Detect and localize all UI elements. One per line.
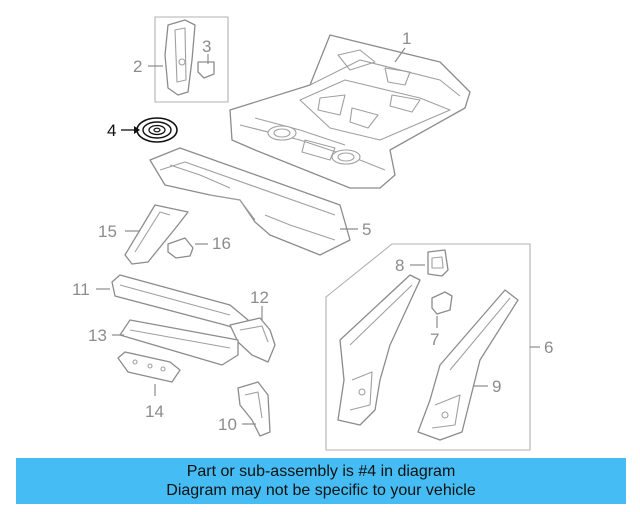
callout-2: 2 <box>133 57 142 76</box>
callout-14: 14 <box>145 402 164 421</box>
callout-16: 16 <box>212 234 231 253</box>
part-6-group <box>325 243 531 451</box>
callout-4: 4 <box>107 121 116 140</box>
part-10-bracket <box>237 381 271 437</box>
callout-10: 10 <box>218 415 237 434</box>
parts-diagram: 1 2 3 4 5 15 16 <box>72 16 553 451</box>
callout-5: 5 <box>362 220 371 239</box>
part-2-3-group <box>154 16 229 103</box>
callout-11: 11 <box>72 280 90 299</box>
part-1-floor-pan <box>229 34 471 189</box>
part-16-plate <box>167 237 194 259</box>
callout-15: 15 <box>98 222 117 241</box>
part-4-grommet <box>136 117 178 143</box>
info-banner: Part or sub-assembly is #4 in diagram Di… <box>16 458 626 504</box>
part-5-crossmember <box>149 147 351 256</box>
callout-9: 9 <box>492 377 501 396</box>
callout-13: 13 <box>88 326 107 345</box>
callout-6: 6 <box>544 338 553 357</box>
banner-line-2: Diagram may not be specific to your vehi… <box>166 482 476 499</box>
part-13-reinforcement <box>119 319 239 366</box>
callout-8: 8 <box>395 256 404 275</box>
callout-7: 7 <box>430 330 439 349</box>
callout-3: 3 <box>202 37 211 56</box>
callout-1: 1 <box>402 29 411 48</box>
part-15-bracket <box>124 204 189 265</box>
part-14-bracket <box>117 351 181 383</box>
banner-line-1: Part or sub-assembly is #4 in diagram <box>186 463 456 480</box>
callout-12: 12 <box>250 288 269 307</box>
